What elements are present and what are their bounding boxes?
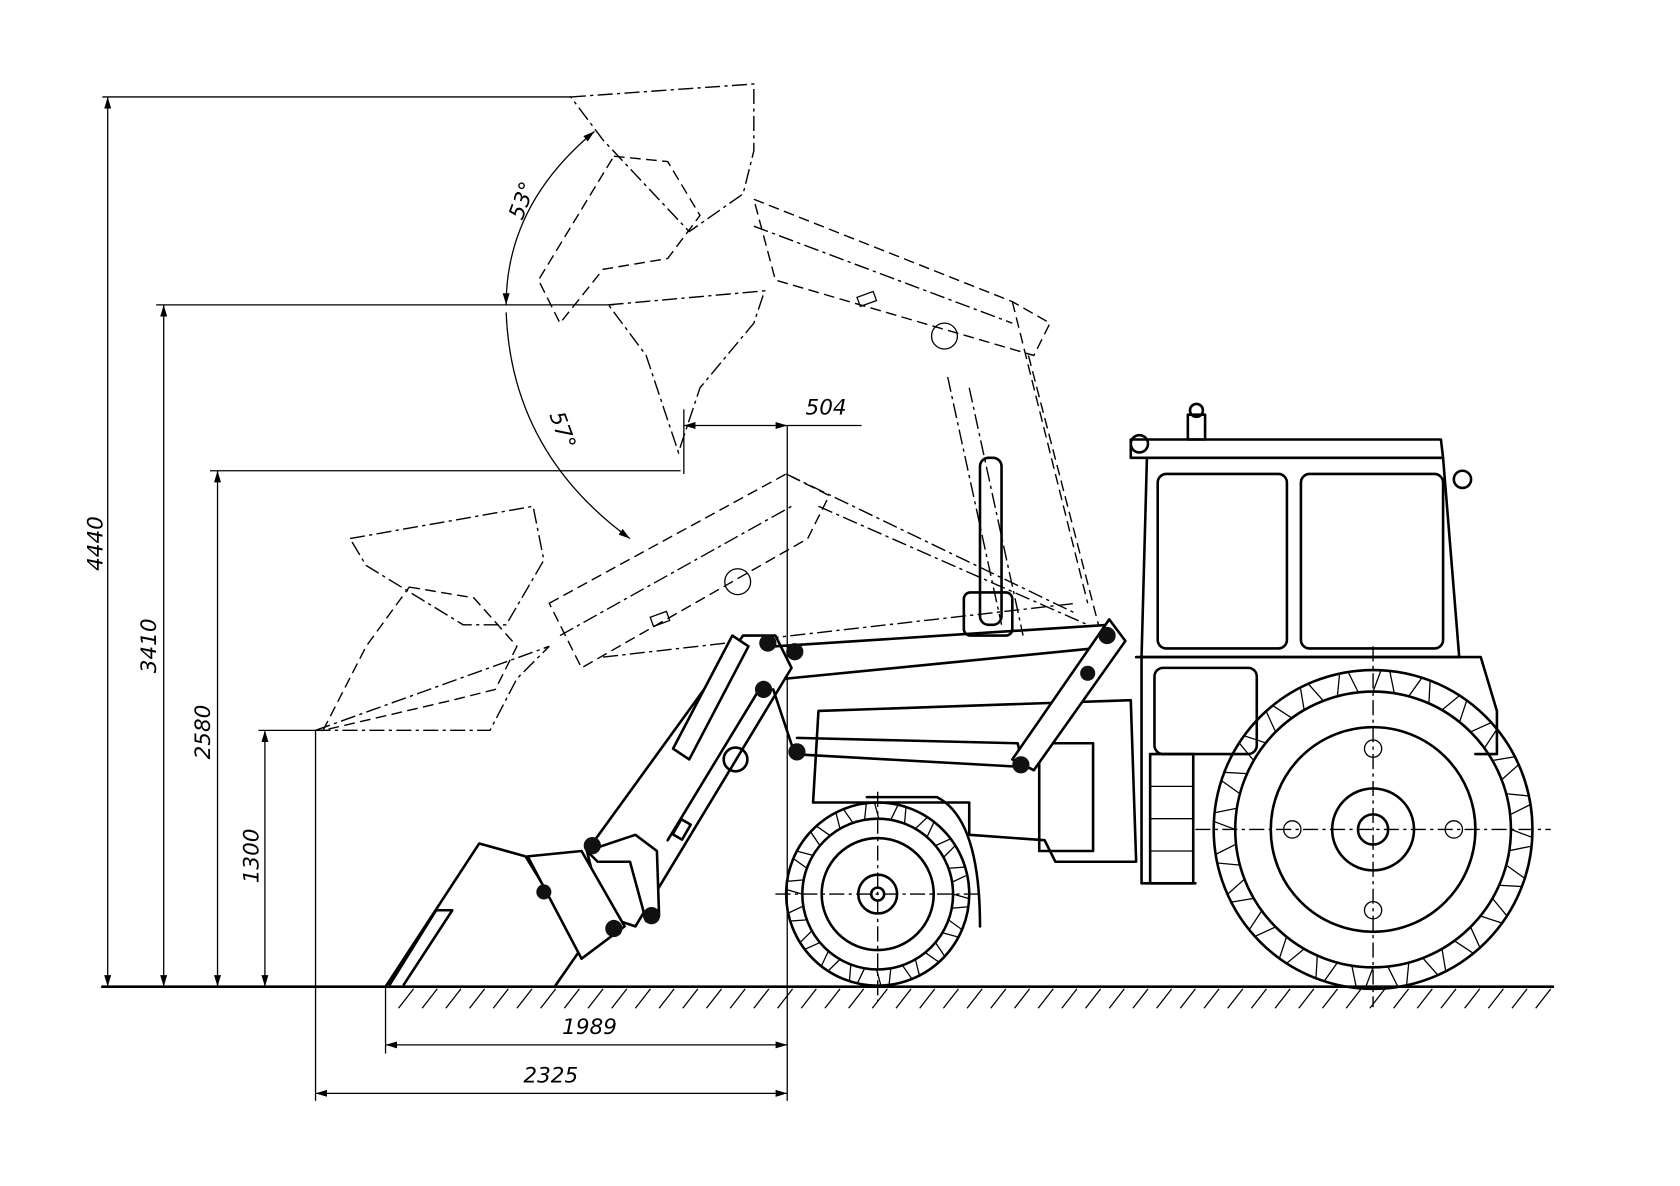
cab-door-window [1156,472,1289,650]
dimension-3410: 3410 [137,618,162,673]
angle-53: 53° [504,178,541,222]
loader-raised-positions [315,83,1100,732]
beacon-icon [1186,413,1207,441]
vertical-dimensions: 4440 3410 2580 1300 [83,96,681,987]
lift-cylinder [671,634,750,761]
ground-line [101,985,1555,1009]
exhaust-pipe [978,456,1003,627]
dimension-1300: 1300 [239,829,264,884]
dimension-2325: 2325 [523,1064,578,1089]
rear-wheel [1195,646,1551,1008]
dimension-2580: 2580 [191,705,216,760]
dimension-504: 504 [806,396,847,421]
tilt-angle-arcs: 53° 57° [502,130,631,540]
horizontal-dimensions: 1989 2325 504 [314,396,862,1101]
dimension-1989: 1989 [562,1015,617,1040]
tractor [775,402,1551,1008]
loader-lowered [384,618,1127,989]
angle-57: 57° [544,408,581,452]
dimension-4440: 4440 [83,516,108,571]
front-wheel [775,791,980,1002]
cab-rear-window [1299,472,1445,650]
